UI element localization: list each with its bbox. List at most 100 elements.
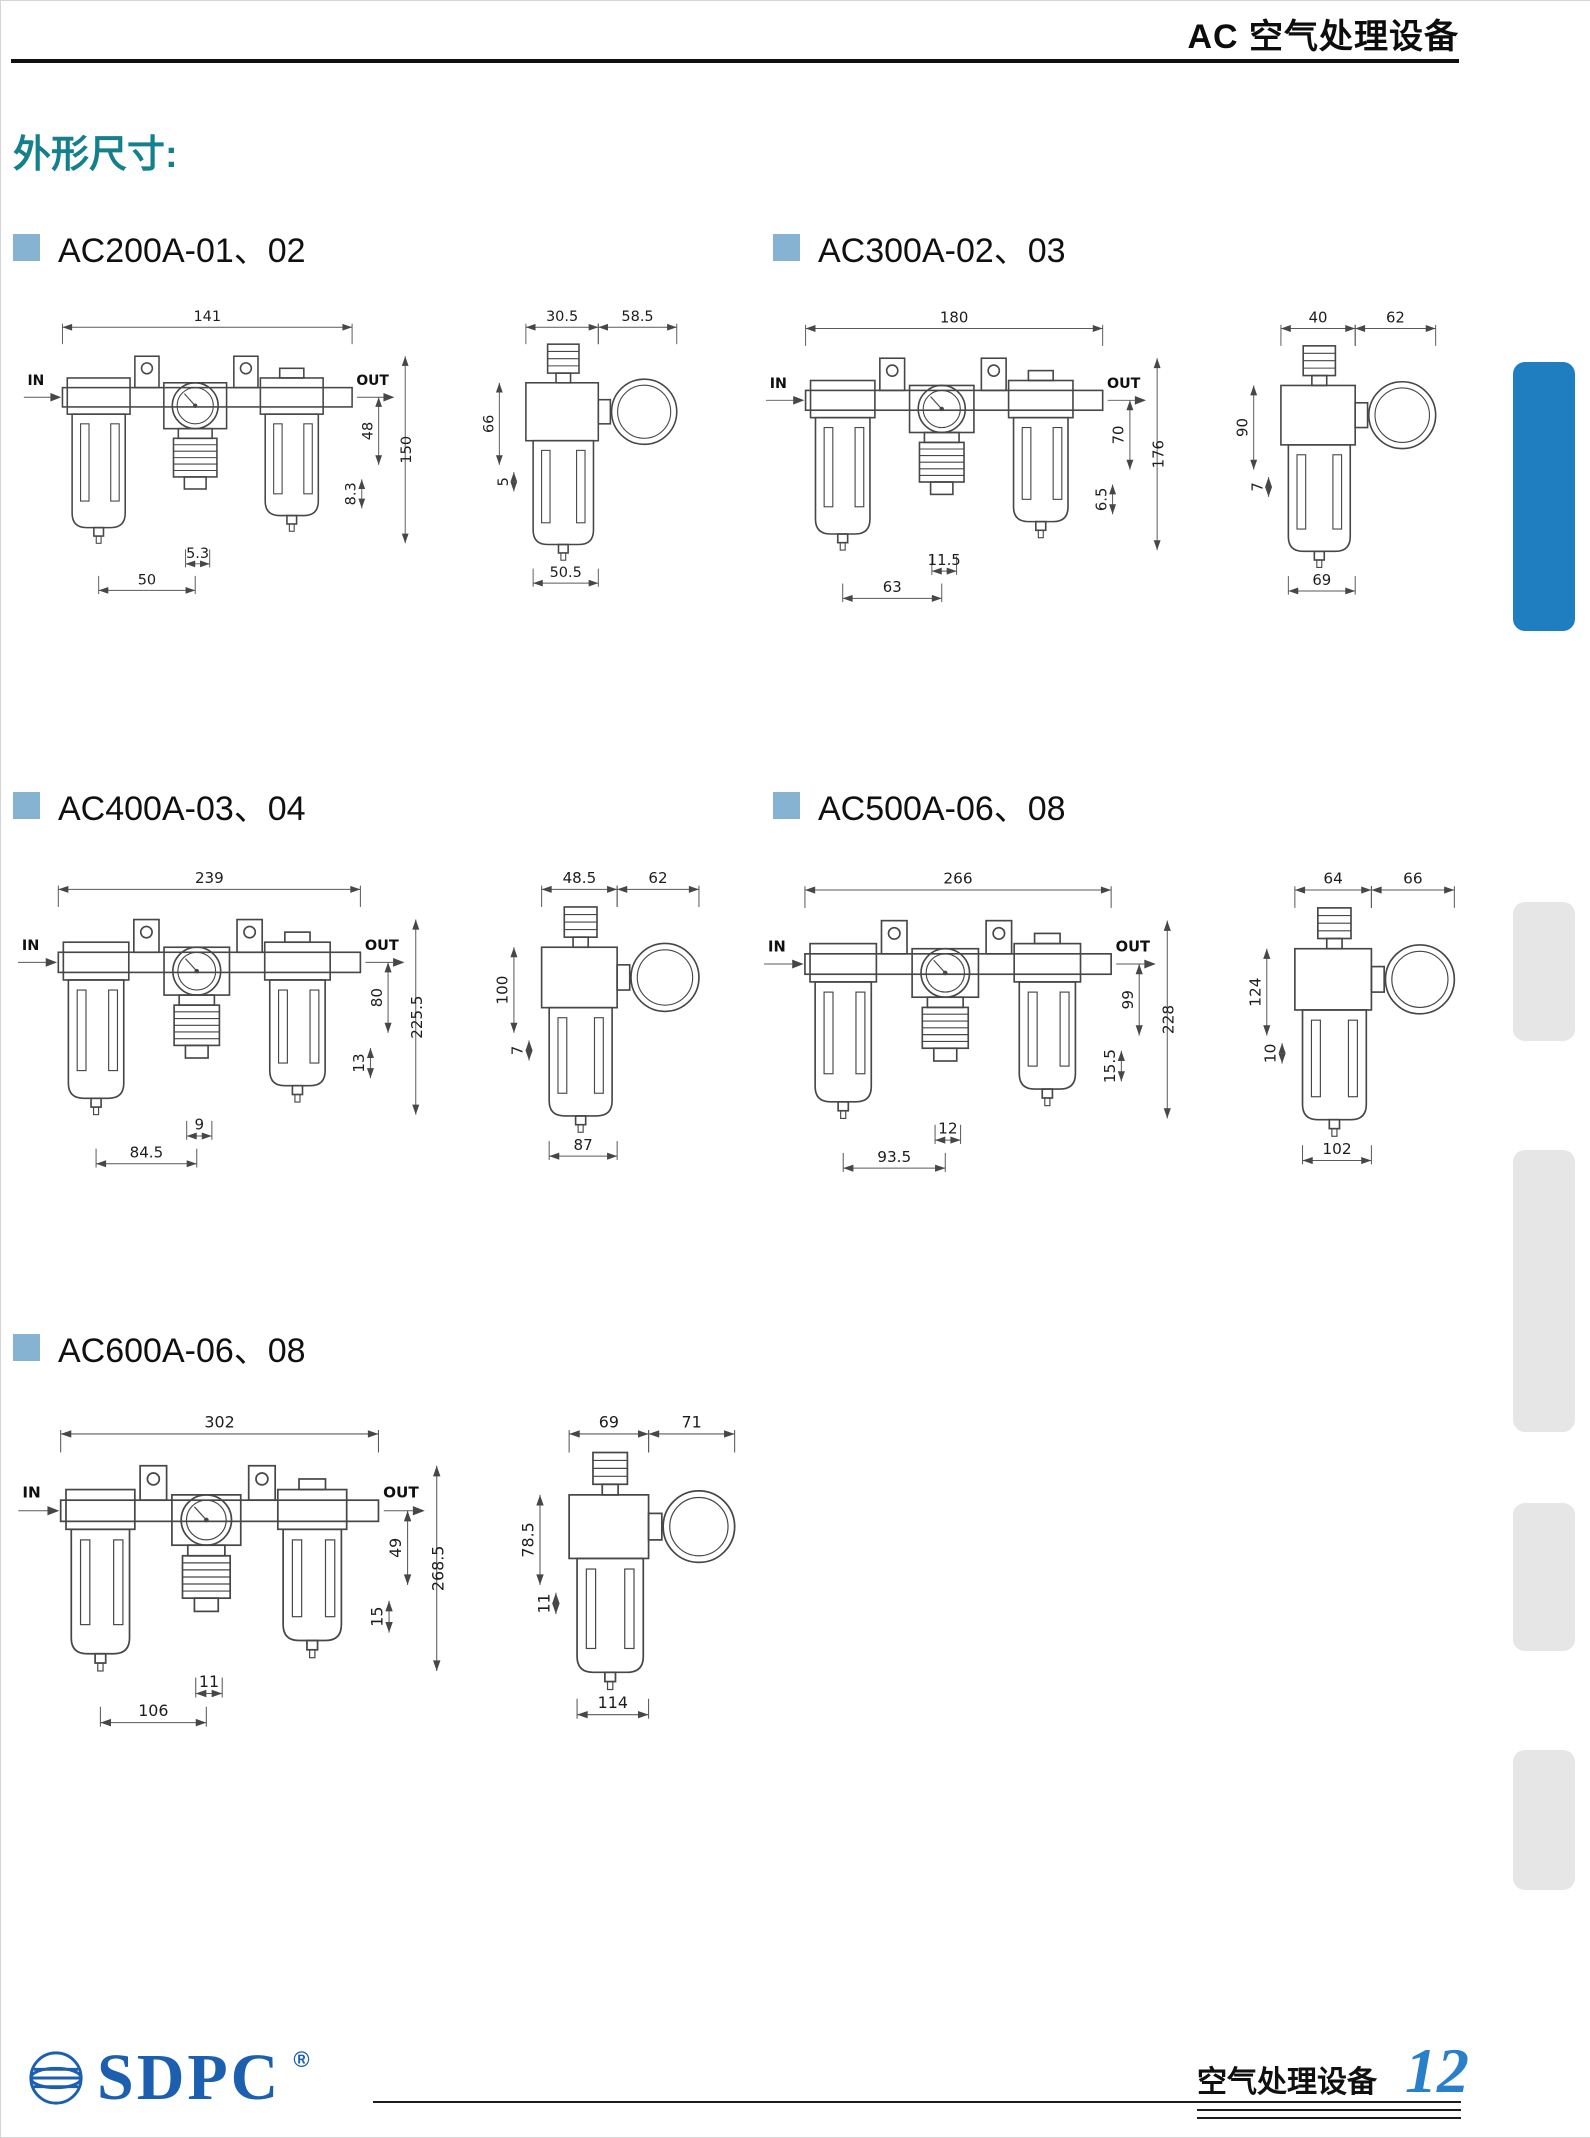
dim-label: 302 (204, 1412, 234, 1431)
dim-label: 62 (1386, 308, 1405, 326)
section-marker-icon (773, 234, 800, 261)
dim-label: 40 (1309, 308, 1328, 326)
flow-label: IN (770, 376, 787, 392)
header-rule (11, 59, 1459, 63)
dim-label: 7 (1248, 482, 1266, 491)
flow-label: OUT (1107, 376, 1141, 392)
sdpc-globe-icon (29, 2051, 83, 2105)
dim-label: 106 (138, 1701, 168, 1720)
dim-label: 78.5 (518, 1522, 537, 1557)
dim-label: 66 (481, 415, 497, 433)
dim-label: 141 (193, 309, 221, 325)
dim-label: 124 (1246, 978, 1264, 1007)
section-title: AC500A-06、08 (818, 790, 1066, 828)
flow-label: OUT (365, 938, 399, 954)
dim-label: 11 (199, 1672, 219, 1691)
dim-label: 70 (1110, 426, 1128, 445)
dim-label: 176 (1149, 440, 1167, 468)
side-tab-4 (1513, 1503, 1575, 1651)
dim-label: 69 (599, 1412, 619, 1431)
page-header-title: AC 空气处理设备 (1187, 18, 1459, 56)
side-tab-3 (1513, 1150, 1575, 1432)
dim-label: 150 (399, 436, 415, 464)
flow-label: OUT (1116, 938, 1150, 955)
dim-label: 9 (194, 1116, 204, 1134)
dim-label: 69 (1312, 571, 1331, 589)
section-marker-icon (13, 792, 40, 819)
side-tab-2 (1513, 902, 1575, 1041)
section-header-ac300: AC300A-02、03 (773, 223, 1066, 272)
footer-rule (373, 2101, 1461, 2103)
page-title: 外形尺寸: (13, 134, 178, 176)
dim-label: 15 (367, 1607, 386, 1627)
frl-drawing-svg: IN OUT 302 49 268.5 15 11 106 69 71 78.5 11 114 (18, 1412, 736, 1727)
dim-label: 63 (883, 578, 902, 596)
dim-label: 7 (509, 1046, 527, 1056)
dim-label: 11.5 (928, 551, 961, 569)
dim-label: 6.5 (1092, 488, 1110, 512)
flow-label: IN (28, 373, 45, 389)
dim-label: 49 (386, 1538, 405, 1558)
dim-label: 268.5 (428, 1546, 447, 1591)
flow-label: IN (22, 1484, 40, 1502)
dim-label: 50.5 (550, 565, 582, 581)
dim-label: 80 (368, 988, 386, 1007)
side-tab-active (1513, 362, 1575, 631)
section-marker-icon (13, 1334, 40, 1361)
section-title: AC300A-02、03 (818, 232, 1066, 270)
flow-label: IN (22, 938, 40, 954)
dim-label: 66 (1403, 870, 1422, 888)
dim-label: 266 (943, 870, 972, 888)
dim-label: 64 (1323, 870, 1342, 888)
dim-label: 114 (598, 1693, 628, 1712)
side-tab-5 (1513, 1750, 1575, 1890)
dim-label: 48.5 (563, 869, 597, 887)
dim-label: 228 (1160, 1005, 1178, 1034)
dim-label: 71 (682, 1412, 702, 1431)
dim-label: 225.5 (408, 995, 426, 1038)
dim-label: 48 (361, 422, 377, 440)
section-header-ac400: AC400A-03、04 (13, 781, 306, 830)
dim-label: 93.5 (877, 1148, 911, 1166)
dim-label: 90 (1234, 418, 1252, 437)
dim-label: 5.3 (186, 546, 209, 562)
section-header-ac600: AC600A-06、08 (13, 1323, 306, 1372)
dimension-drawing-ac600: IN OUT 302 49 268.5 15 11 106 69 71 78.5 11 114 (13, 1381, 781, 1741)
dim-label: 11 (534, 1593, 553, 1613)
dim-label: 58.5 (621, 309, 653, 325)
registered-mark: ® (293, 2047, 310, 2072)
brand-logo: SDPC ® (27, 2045, 310, 2111)
footer-category-label: 空气处理设备 (1197, 2066, 1377, 2099)
dim-label: 5 (496, 477, 512, 486)
dim-label: 10 (1262, 1044, 1280, 1063)
dim-label: 30.5 (546, 309, 578, 325)
dim-label: 50 (138, 572, 156, 588)
dim-label: 87 (574, 1136, 593, 1154)
section-marker-icon (13, 234, 40, 261)
dim-label: 12 (938, 1120, 957, 1138)
flow-label: OUT (383, 1484, 419, 1502)
dim-label: 99 (1119, 990, 1137, 1009)
footer-right: 空气处理设备 12 (1197, 2039, 1469, 2103)
dim-label: 13 (350, 1053, 368, 1072)
page-number: 12 (1405, 2035, 1469, 2106)
dim-label: 102 (1322, 1140, 1351, 1158)
section-title: AC200A-01、02 (58, 232, 306, 270)
dim-label: 100 (494, 976, 512, 1005)
section-header-ac500: AC500A-06、08 (773, 781, 1066, 830)
footer-double-rule (1197, 2109, 1461, 2119)
section-title: AC400A-03、04 (58, 790, 306, 828)
section-title: AC600A-06、08 (58, 1332, 306, 1370)
section-header-ac200: AC200A-01、02 (13, 223, 306, 272)
dim-label: 8.3 (344, 482, 360, 505)
section-marker-icon (773, 792, 800, 819)
